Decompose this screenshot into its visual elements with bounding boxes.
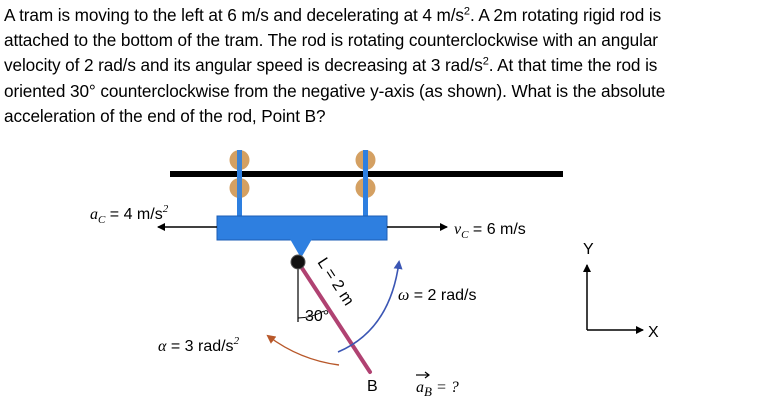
x-axis-label: X — [648, 324, 659, 341]
ab-expression: aB = ? — [416, 379, 459, 399]
point-b-label: B — [367, 378, 378, 395]
ab-label: aB = ? — [416, 371, 459, 399]
y-axis-label: Y — [583, 241, 594, 258]
pivot-point-c — [290, 254, 306, 270]
vc-label: vC = 6 m/s — [454, 221, 526, 241]
superscript-2: 2 — [463, 5, 470, 18]
right-wheel-assembly — [355, 150, 376, 218]
problem-statement: A tram is moving to the left at 6 m/s an… — [4, 3, 770, 129]
right-hanger — [363, 150, 368, 218]
superscript-2: 2 — [482, 55, 489, 68]
problem-line-3a: velocity of 2 rad/s and its angular spee… — [4, 55, 483, 76]
omega-arc — [337, 260, 403, 353]
problem-line-2: attached to the bottom of the tram. The … — [4, 30, 658, 51]
problem-line-3b: . At that time the rod is — [488, 55, 658, 76]
problem-line-4: oriented 30° counterclockwise from the n… — [4, 80, 666, 101]
pivot-bracket — [290, 239, 312, 258]
rod-length-label: L = 2 m — [314, 255, 357, 309]
vector-arrowhead — [424, 371, 430, 379]
left-wheel-assembly — [229, 150, 250, 218]
ac-label: aC = 4 m/s2 — [90, 203, 169, 226]
problem-line-5: acceleration of the end of the rod, Poin… — [4, 105, 326, 126]
angle-arc — [297, 310, 325, 319]
problem-line-1a: A tram is moving to the left at 6 m/s an… — [4, 5, 464, 25]
alpha-label: α = 3 rad/s2 — [158, 335, 240, 355]
alpha-arc — [266, 334, 340, 366]
omega-label: ω = 2 rad/s — [398, 287, 476, 304]
tram-body — [216, 215, 388, 241]
problem-line-1b: . A 2m rotating rigid rod is — [469, 5, 662, 25]
angle-label: 30° — [305, 308, 329, 325]
rigid-rod — [296, 260, 372, 374]
